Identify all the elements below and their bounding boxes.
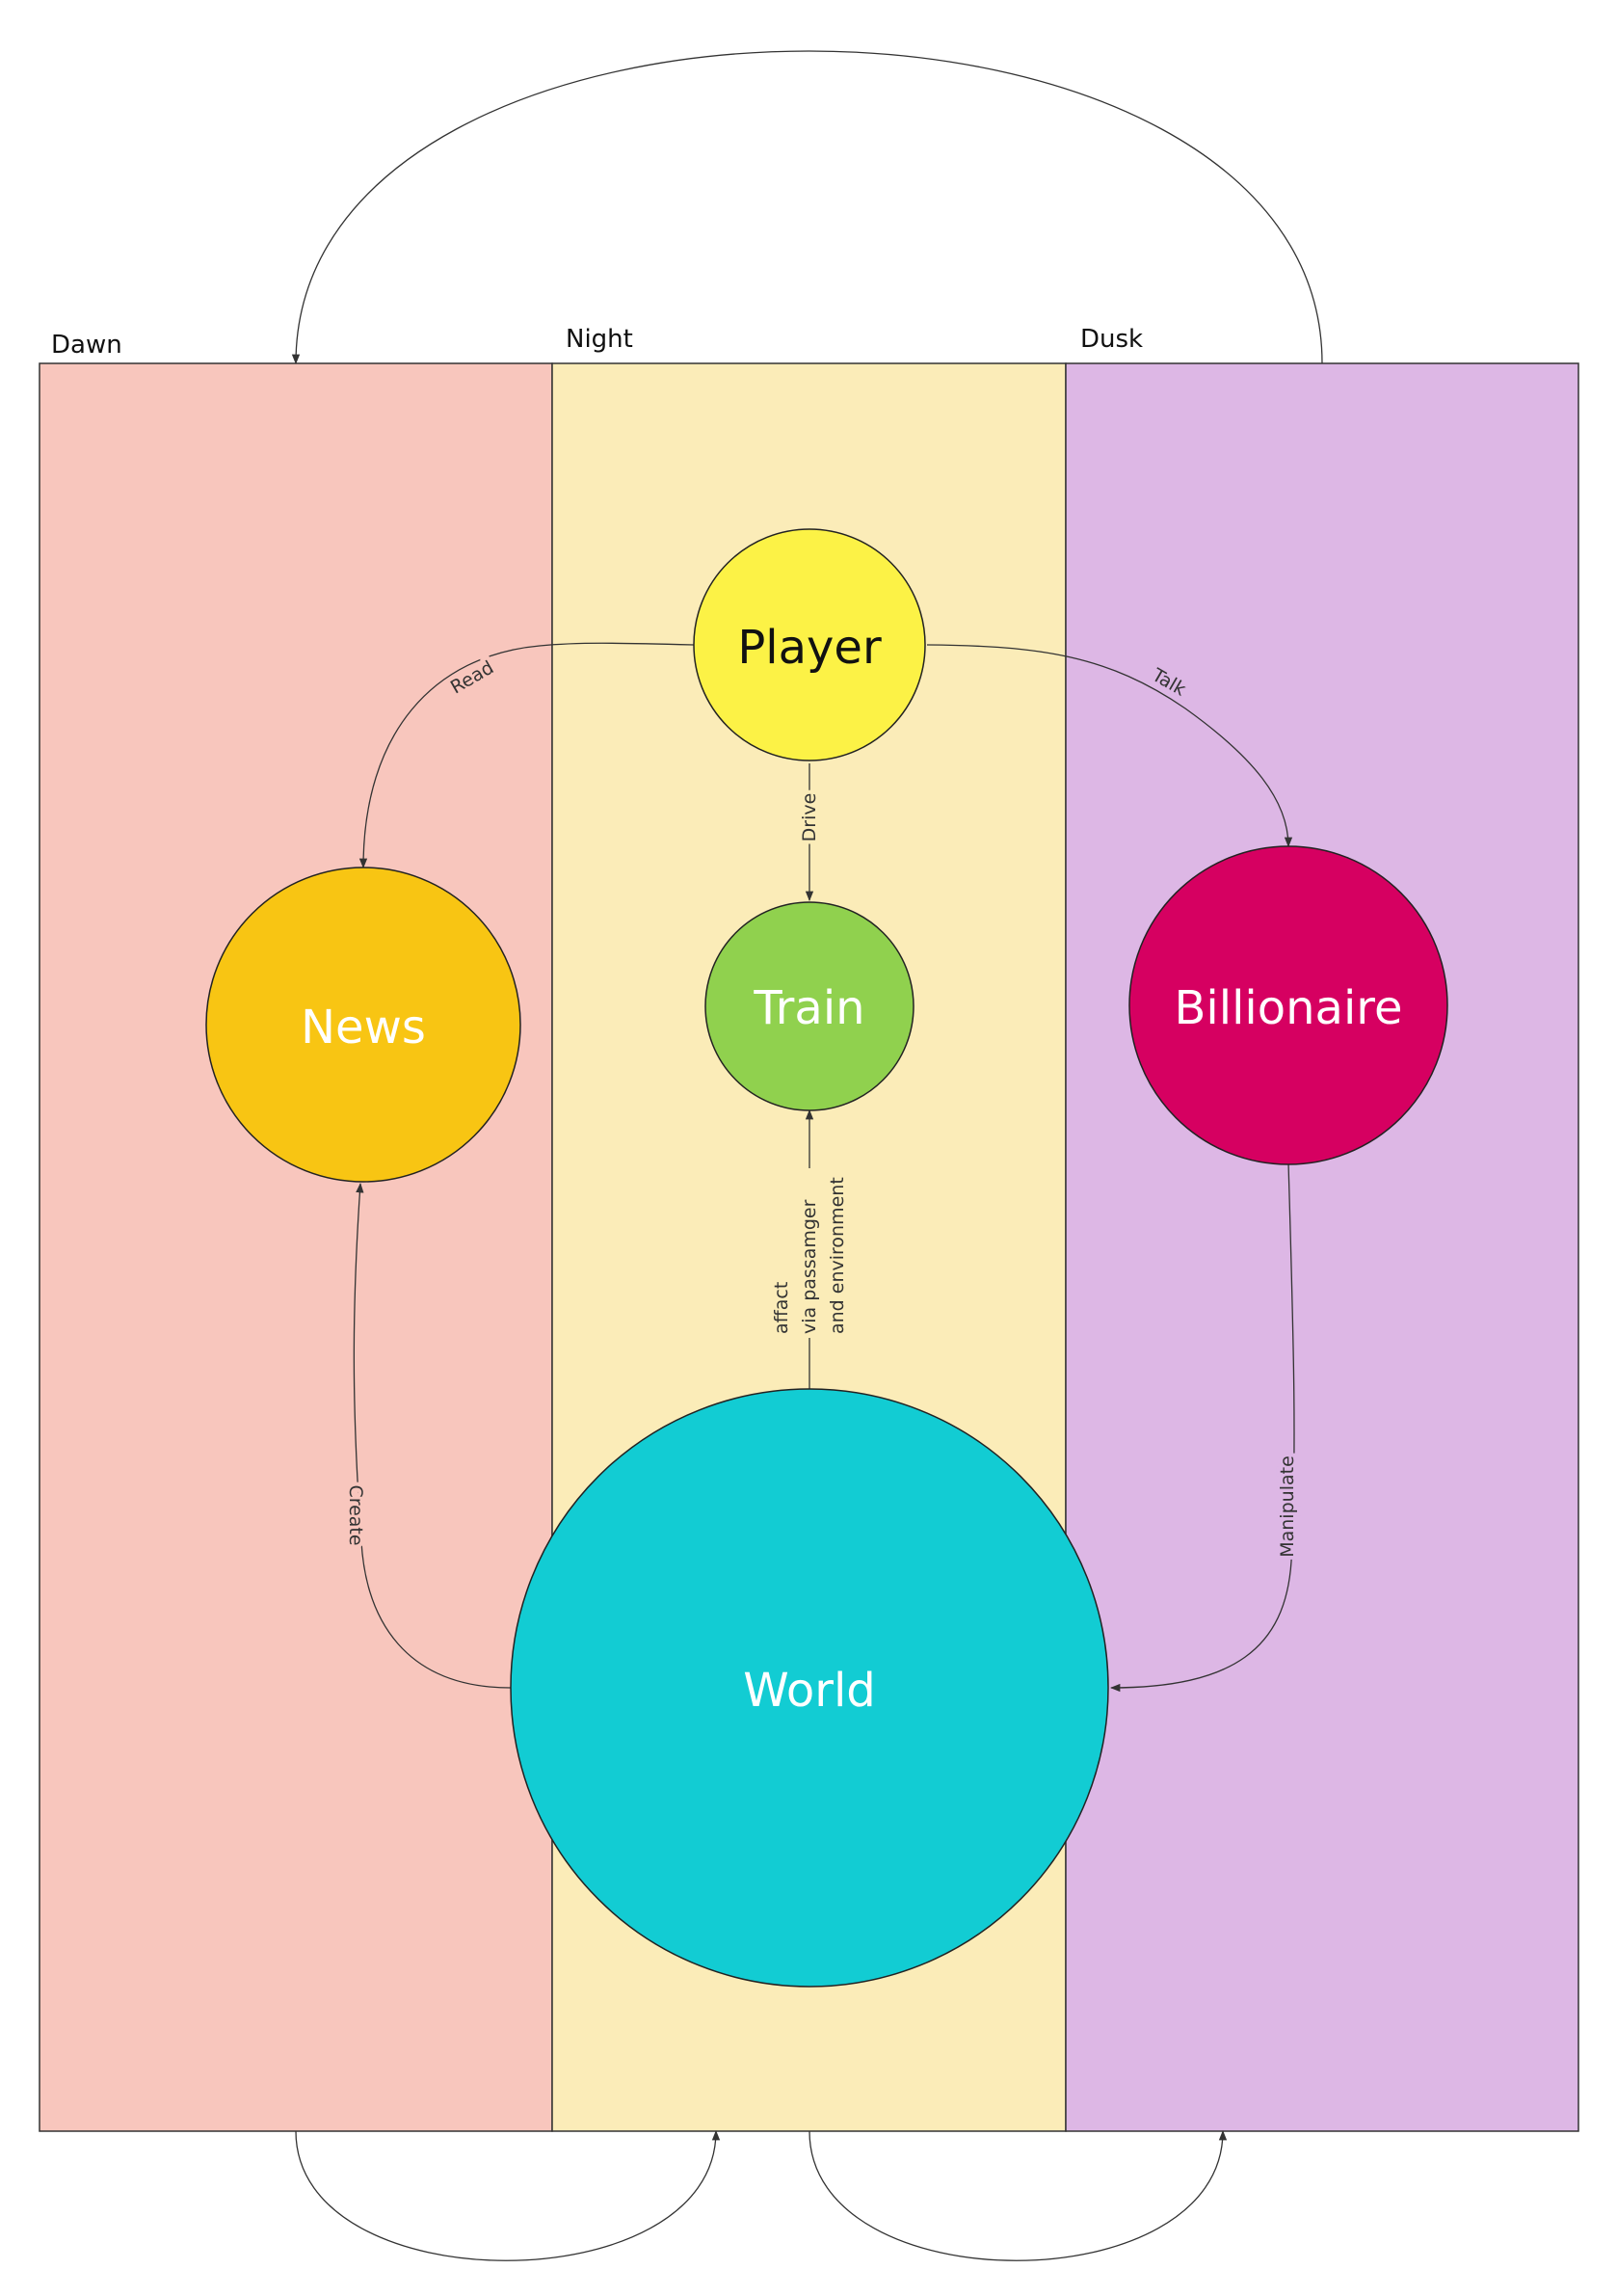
- cycle-arrow-dawn-to-night: [295, 2129, 721, 2261]
- node-billionaire-circle: [1128, 845, 1448, 1165]
- edge-read: [358, 642, 695, 869]
- edge-label-affect-line: via passamger: [799, 1199, 820, 1334]
- edge-label-manipulate: Manipulate: [1277, 1455, 1298, 1558]
- edge-label-affect-line: affact: [771, 1282, 792, 1334]
- cycle-arrow-night-to-dusk: [808, 2129, 1228, 2261]
- cycle-arrow-dusk-to-dawn: [291, 50, 1323, 365]
- edge-label-affect: affact via passamger and environment: [765, 1168, 854, 1338]
- lane-label-dawn: Dawn: [51, 331, 122, 360]
- edge-talk: [926, 644, 1293, 848]
- node-billionaire-label: Billionaire: [1174, 981, 1402, 1035]
- node-billionaire[interactable]: Billionaire: [1128, 845, 1448, 1165]
- node-news[interactable]: News: [205, 867, 521, 1183]
- node-news-label: News: [301, 1001, 426, 1055]
- node-player[interactable]: Player: [693, 528, 926, 761]
- edge-create: [353, 1182, 512, 1689]
- node-world-label: World: [743, 1664, 876, 1718]
- edge-label-drive: Drive: [799, 793, 820, 842]
- node-player-circle: [693, 528, 926, 761]
- edge-manipulate: [1109, 1161, 1295, 1693]
- lane-dusk: [1065, 362, 1579, 2132]
- node-train[interactable]: Train: [704, 901, 915, 1111]
- lane-label-night: Night: [566, 325, 633, 354]
- node-world-circle: [510, 1388, 1109, 1988]
- lane-dawn: [39, 362, 553, 2132]
- edge-label-affect-line: and environment: [827, 1177, 848, 1334]
- node-player-label: Player: [737, 621, 882, 675]
- node-news-circle: [205, 867, 521, 1183]
- node-train-label: Train: [753, 981, 864, 1035]
- lane-label-dusk: Dusk: [1080, 325, 1143, 354]
- edge-label-create: Create: [345, 1484, 366, 1545]
- node-train-circle: [704, 901, 915, 1111]
- node-world[interactable]: World: [510, 1388, 1109, 1988]
